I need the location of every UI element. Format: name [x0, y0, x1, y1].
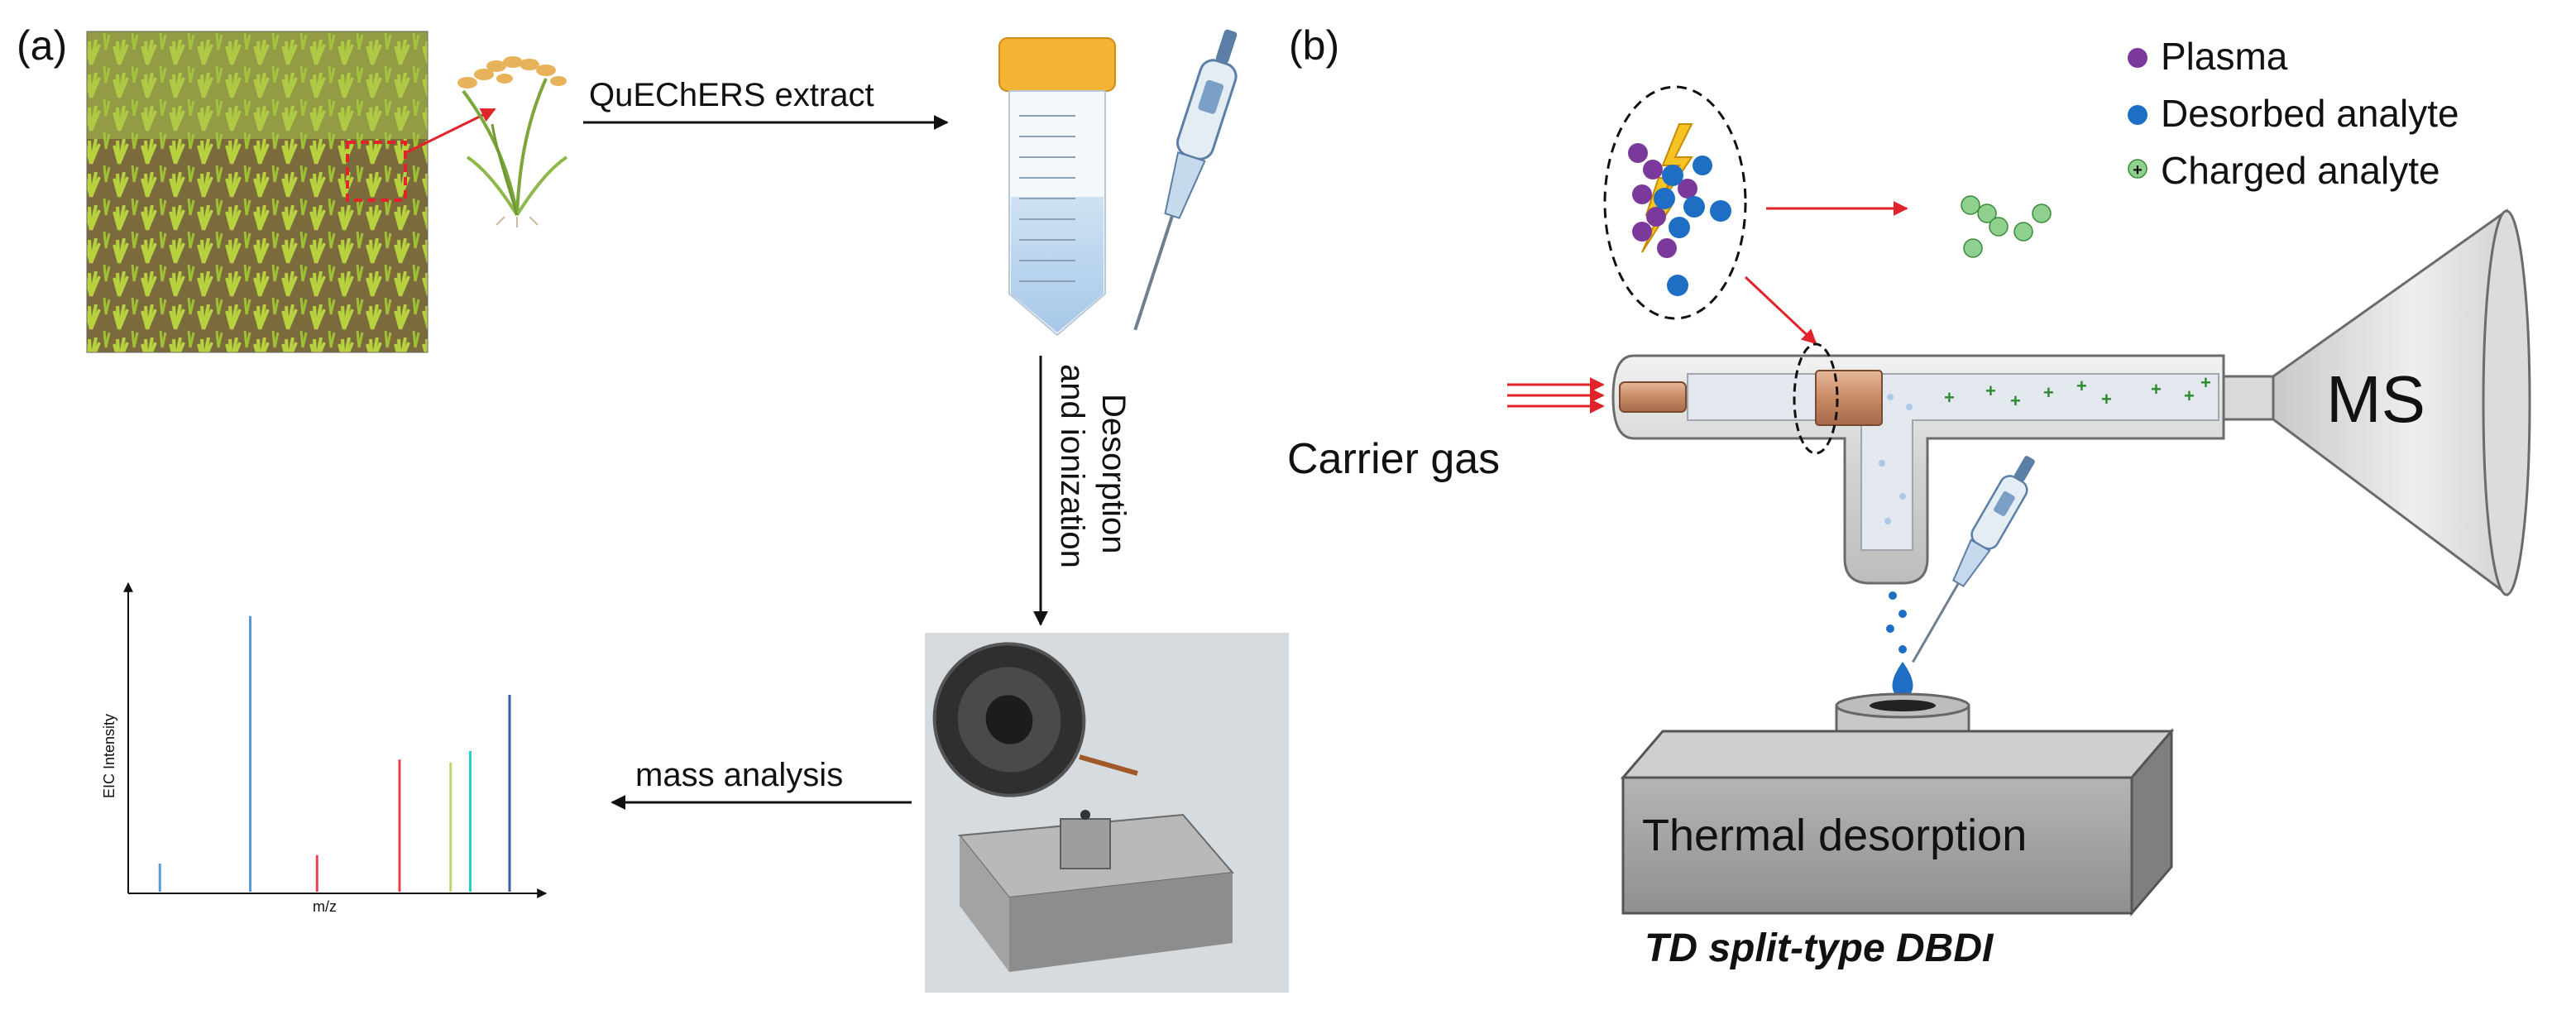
legend-desorbed: Desorbed analyte: [2161, 92, 2459, 135]
eic-spectrum-chart: EIC Intensity m/z: [101, 582, 548, 915]
svg-text:+: +: [2043, 382, 2054, 403]
svg-text:+: +: [2151, 379, 2162, 400]
outer-electrode: [1815, 370, 1883, 426]
highlight-box: [346, 141, 407, 202]
spectrum-xlabel: m/z: [313, 898, 337, 915]
rice-field-photo: [86, 31, 429, 353]
legend-desorbed-marker: [2128, 105, 2147, 125]
pipette-b-icon: [1912, 456, 2035, 663]
svg-text:+: +: [2184, 385, 2195, 406]
svg-text:+: +: [1985, 381, 1996, 401]
droplets: [1886, 591, 1913, 697]
step-desorption-label-2: and ionization: [1054, 364, 1090, 568]
legend-charged: Charged analyte: [2161, 149, 2440, 192]
ms-label: MS: [2326, 362, 2425, 436]
svg-text:+: +: [2010, 390, 2021, 411]
svg-text:+: +: [2200, 372, 2211, 393]
rice-plant-icon: [457, 56, 568, 227]
legend: Plasma Desorbed analyte + Charged analyt…: [2128, 35, 2459, 192]
panel-b-title: TD split-type DBDI: [1645, 926, 1994, 970]
ms-inlet-funnel: [2222, 208, 2531, 596]
inner-electrode: [1619, 381, 1687, 413]
spectrum-peaks: [158, 615, 511, 892]
svg-text:+: +: [1944, 387, 1955, 408]
spectrum-ylabel: EIC Intensity: [101, 714, 117, 798]
thermal-desorption-label: Thermal desorption: [1642, 811, 2027, 860]
t-tube: +++ +++ +++: [1611, 342, 2225, 585]
plasma-arrow: [1744, 275, 1817, 345]
step-extract-label: QuEChERS extract: [589, 77, 874, 113]
step-desorption-label-1: Desorption: [1095, 394, 1132, 553]
charged-analyte-cluster: [1961, 195, 2052, 258]
pipette-icon: [1133, 29, 1238, 331]
plasma-zoom-bubble: [1603, 85, 1747, 320]
svg-text:+: +: [2133, 161, 2143, 180]
centrifuge-tube-icon: [998, 37, 1116, 337]
discharge-region-highlight: [1793, 342, 1839, 455]
legend-charged-marker: [2128, 159, 2147, 179]
svg-text:+: +: [2076, 376, 2087, 396]
panel-a-label: (a): [17, 22, 67, 69]
thermal-desorption-block: [1620, 727, 2175, 917]
legend-plasma-marker: [2128, 48, 2147, 68]
step-mass-label: mass analysis: [635, 757, 843, 793]
carrier-gas-label: Carrier gas: [1287, 435, 1500, 483]
ion-source-device-render: [925, 633, 1289, 993]
carrier-gas-arrows: [1507, 377, 1605, 414]
legend-plasma: Plasma: [2161, 35, 2288, 78]
svg-text:+: +: [2101, 389, 2112, 409]
panel-b-label: (b): [1289, 22, 1339, 69]
